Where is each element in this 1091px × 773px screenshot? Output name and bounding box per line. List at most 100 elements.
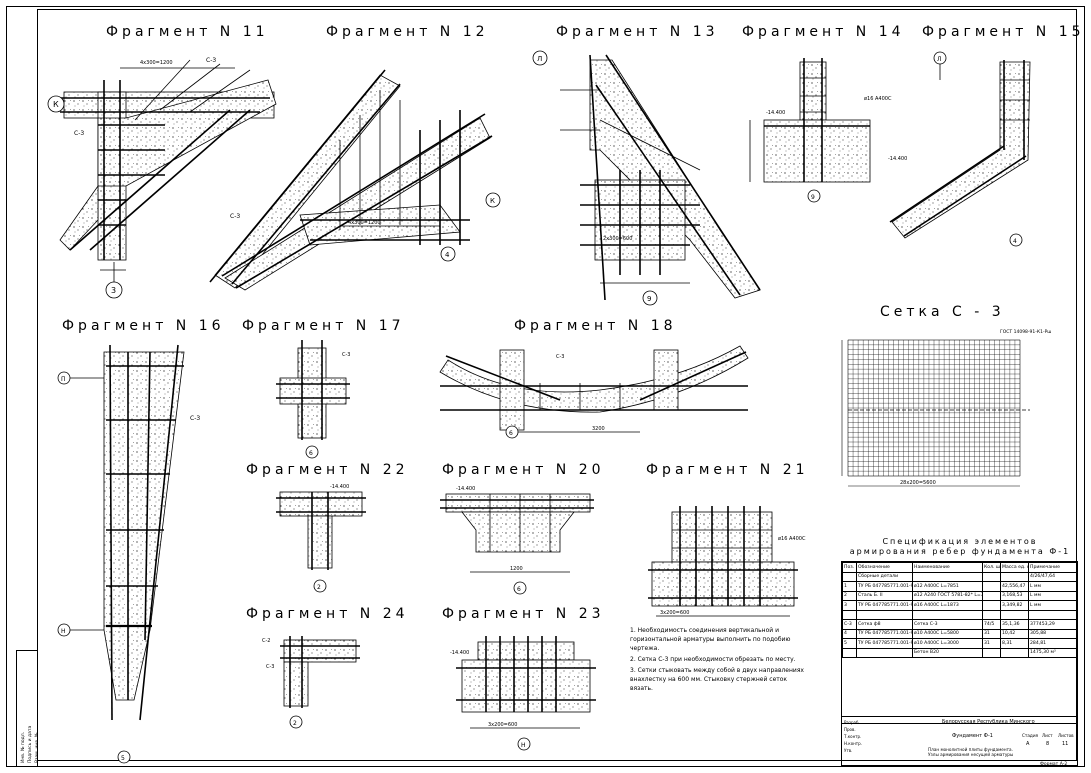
spec-table-block: Поз. Обозначение Наименование Кол. шт. М…	[841, 561, 1078, 724]
fragment-15-drawing	[889, 51, 1031, 247]
stamp-person: Разраб.	[844, 720, 860, 725]
spec-cell	[842, 609, 857, 620]
stamp-sheet-label: Лист	[1042, 733, 1053, 738]
title-fragment-18: Фрагмент N 18	[514, 318, 677, 334]
spec-cell: 4/26/47,64	[1028, 571, 1077, 582]
spec-cell: С-3	[842, 619, 857, 630]
title-fragment-14: Фрагмент N 14	[742, 24, 905, 40]
title-fragment-15: Фрагмент N 15	[922, 24, 1085, 40]
spec-cell	[1000, 647, 1029, 658]
title-fragment-13: Фрагмент N 13	[556, 24, 719, 40]
level-f23: -14.400	[450, 650, 469, 656]
spec-header: Примечание	[1028, 562, 1077, 573]
spec-cell: ø12 А240 ГОСТ 5781-82* L=3068	[912, 590, 983, 601]
level-f22: -14.400	[330, 484, 349, 490]
spec-cell: 10,42	[1000, 628, 1029, 639]
stamp-drawing-name: План монолитной плиты фундамента. Узлы а…	[928, 747, 1014, 757]
label-mesh-gost: ГОСТ 14098-91-К1-Рш	[1000, 329, 1051, 335]
spec-cell: 5	[842, 638, 857, 649]
fragment-23-drawing	[456, 636, 596, 751]
stamp-sheets: 11	[1062, 741, 1069, 747]
stamp-format: Формат А-2	[1040, 762, 1068, 767]
spec-cell: 284,81	[1028, 638, 1077, 649]
spec-cell: 1	[842, 581, 857, 592]
axis-label-n-f16: Н	[61, 628, 66, 635]
spec-header: Наименование	[912, 562, 983, 573]
axis-label-n-f23: Н	[521, 742, 526, 749]
fragment-16-drawing	[57, 344, 185, 764]
label-c3-f12: С-3	[230, 213, 240, 220]
axis-label-2-f22: 2	[317, 584, 321, 591]
spec-cell: 42,556,47	[1000, 581, 1029, 592]
axis-label-5-f16: 5	[121, 755, 125, 762]
axis-label-k-f12: К	[490, 197, 495, 205]
spec-title: Спецификация элементов армирования ребер…	[845, 537, 1075, 557]
spec-cell: ТУ РБ 047785771.001-97	[856, 638, 913, 649]
level-f20: -14.400	[456, 486, 475, 492]
level-f15: -14.400	[888, 156, 907, 162]
fragment-20-drawing	[440, 493, 594, 595]
spec-cell: ТУ РБ 047785771.001-97	[856, 600, 913, 611]
spec-cell: ø16 А400С L=1873	[912, 600, 983, 611]
title-fragment-24: Фрагмент N 24	[246, 606, 409, 622]
title-fragment-21: Фрагмент N 21	[646, 462, 809, 478]
spec-cell: 31	[982, 628, 1001, 639]
label-c3-f11: С-3	[74, 130, 84, 137]
drawing-sheet-border	[6, 6, 1085, 767]
title-mesh-c3: Сетка С - 3	[880, 304, 1005, 320]
stamp-person: Пров.	[844, 727, 856, 732]
label-c3-f17: С-3	[342, 352, 350, 358]
axis-label-3: 3	[111, 286, 116, 295]
spec-cell: Сетка С-3	[912, 619, 983, 630]
note-1: 1. Необходимость соединения вертикальной…	[630, 627, 791, 652]
spec-cell: ø10 А400С L=3000	[912, 638, 983, 649]
axis-label-4-f15: 4	[1013, 238, 1017, 245]
fragment-21-drawing	[648, 506, 798, 617]
spec-header: Масса ед. кг	[1000, 562, 1029, 573]
spec-header: Кол. шт.	[982, 562, 1001, 573]
label-an400-f14: ø16 А400С	[864, 96, 892, 102]
level-f14: -14.400	[766, 110, 785, 116]
spec-cell	[982, 581, 1001, 592]
spec-cell	[982, 609, 1001, 620]
axis-label-6-f18: 6	[509, 430, 513, 437]
spec-cell: 1475,30 м³	[1028, 647, 1077, 658]
stamp-person: Утв.	[844, 748, 853, 753]
spec-cell: 3,168,53	[1000, 590, 1029, 601]
general-notes: 1. Необходимость соединения вертикальной…	[630, 626, 810, 695]
fragment-12-drawing	[209, 69, 501, 291]
dim-f23: 3x200=600	[488, 722, 517, 728]
dim-mesh-width: 28x200=5600	[900, 480, 936, 486]
spec-cell: L мм	[1028, 600, 1077, 611]
spec-cell	[982, 590, 1001, 601]
spec-cell: 35,1,36	[1000, 619, 1029, 630]
spec-cell: 305,88	[1028, 628, 1077, 639]
mesh-c3-drawing	[841, 339, 1030, 487]
dim-f13: 2x300=600	[603, 236, 632, 242]
spec-cell: 74/5	[982, 619, 1001, 630]
fragment-14-drawing	[749, 58, 871, 203]
fragment-17-drawing	[276, 340, 350, 459]
label-c3-f16: С-3	[190, 415, 200, 422]
spec-row	[842, 609, 1077, 620]
stamp-person: Н.контр.	[844, 741, 862, 746]
spec-cell	[982, 647, 1001, 658]
spec-cell: 31	[982, 638, 1001, 649]
label-c2-f24: С-2	[262, 638, 270, 644]
spec-cell	[1028, 609, 1077, 620]
spec-cell	[842, 571, 857, 582]
dim-3200-f18: 3200	[592, 426, 605, 432]
spec-cell: 3	[842, 600, 857, 611]
fragment-13-drawing	[532, 50, 761, 306]
stamp-stage-label: Стадия	[1022, 733, 1039, 738]
fragment-18-drawing	[439, 345, 749, 439]
spec-header-row: Поз. Обозначение Наименование Кол. шт. М…	[842, 562, 1077, 573]
dim-f21: 3x200=600	[660, 610, 689, 616]
spec-cell: Сетка ф8	[856, 619, 913, 630]
spec-title-line1: Спецификация элементов	[882, 537, 1038, 546]
